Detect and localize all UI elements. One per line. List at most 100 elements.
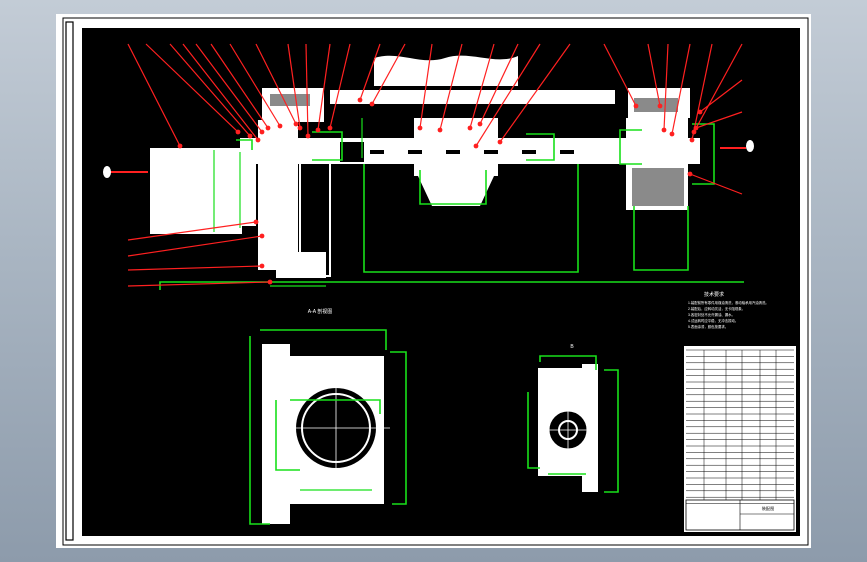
dim-mid-shaft <box>526 133 555 161</box>
plan-dim-bore-top <box>290 399 381 414</box>
part-leader <box>305 43 309 137</box>
part-leader <box>255 43 297 125</box>
leader-dot <box>315 127 321 133</box>
leader-dot <box>661 127 667 133</box>
part-leader <box>127 43 181 147</box>
plan-bolt-left <box>289 465 303 479</box>
note-line: 2.装配后，应转动灵活，无卡阻现象。 <box>688 306 745 311</box>
part-leader <box>169 43 251 137</box>
outer-border <box>62 17 809 546</box>
part-leader <box>229 43 281 127</box>
side-dim-right <box>604 369 619 493</box>
note-line: 4.试运转时应平稳，无冲击振动。 <box>688 318 738 323</box>
left-cap-hatch <box>270 94 310 106</box>
plan-bolt-top <box>322 372 338 388</box>
part-leader <box>691 43 713 141</box>
plan-view-label: A-A 剖视图 <box>308 308 332 315</box>
part-leader <box>195 43 263 133</box>
leader-dot <box>467 125 473 131</box>
leader-dot <box>277 123 283 129</box>
leader-dot <box>297 125 303 131</box>
assembly-drawing: A-A 剖视图B技术要求1.装配前所有零件用煤油清洗，滚动轴承用汽油清洗。2.装… <box>56 14 811 548</box>
leader-dot <box>259 263 265 269</box>
input-marker <box>103 166 111 178</box>
part-leader <box>287 43 301 129</box>
leader-dot <box>293 121 299 127</box>
upper-crossbar <box>330 90 615 104</box>
plan-bolt-bottom <box>367 463 381 477</box>
shaft-keyway <box>484 150 498 154</box>
leader-dot <box>305 133 311 139</box>
leader-dot <box>477 121 483 127</box>
leader-dot <box>247 133 253 139</box>
dim-right-height <box>692 123 715 185</box>
left-bearing-bottom <box>276 252 326 278</box>
shaft-keyway <box>408 150 422 154</box>
side-dim-top <box>539 355 597 370</box>
central-hub <box>414 118 498 176</box>
part-leader <box>603 43 637 107</box>
part-leader <box>499 43 571 143</box>
right-leader <box>699 79 743 113</box>
dim-base-frame <box>363 164 579 273</box>
leader-dot <box>267 279 273 285</box>
side-dim-left <box>527 392 540 469</box>
part-leader <box>647 43 661 107</box>
note-line: 1.装配前所有零件用煤油清洗，滚动轴承用汽油清洗。 <box>688 300 769 305</box>
part-leader <box>317 43 331 131</box>
plan-dim-bore <box>275 400 300 471</box>
leader-dot <box>327 125 333 131</box>
right-cap-hatch <box>634 98 678 112</box>
leader-dot <box>253 219 259 225</box>
leader-dot <box>633 103 639 109</box>
part-leader <box>329 43 351 129</box>
right-leader <box>695 111 743 129</box>
dim-motor-top <box>236 139 253 150</box>
shaft-keyway <box>446 150 460 154</box>
right-bearing-hatch <box>632 168 684 206</box>
plan-dim-left <box>249 336 270 525</box>
part-leader <box>419 43 433 129</box>
part-leader <box>359 43 381 101</box>
part-leader <box>182 43 259 141</box>
leader-dot <box>259 233 265 239</box>
dim-right-foot <box>633 206 689 271</box>
hub-lower <box>418 176 494 206</box>
side-flange <box>582 364 598 492</box>
shaft-keyway <box>522 150 536 154</box>
leader-dot <box>687 171 693 177</box>
plan-dim-top <box>260 329 387 350</box>
lower-leader <box>127 221 257 241</box>
leader-dot <box>177 143 183 149</box>
leader-dot <box>497 139 503 145</box>
leader-dot <box>693 125 699 131</box>
leader-dot <box>669 131 675 137</box>
part-leader <box>479 43 519 125</box>
right-leader <box>689 173 743 195</box>
leader-dot <box>689 137 695 143</box>
leader-dot <box>369 101 375 107</box>
part-leader <box>439 43 463 131</box>
drawing-title: 装配图 <box>762 505 775 512</box>
motor-flange <box>226 152 256 226</box>
part-leader <box>371 43 406 105</box>
leader-dot <box>265 125 271 131</box>
side-view-label: B <box>570 344 574 350</box>
part-leader <box>693 43 743 133</box>
part-leader <box>210 43 269 129</box>
lower-leader <box>127 235 263 257</box>
lower-leader <box>127 281 271 287</box>
dim-right-shaft <box>619 129 642 165</box>
left-housing <box>258 120 298 270</box>
note-line: 3.各密封处不允许漏油、漏水。 <box>688 312 735 317</box>
output-marker <box>746 140 754 152</box>
shaft-groove <box>340 142 364 162</box>
binding-strip <box>65 21 74 541</box>
leader-dot <box>473 143 479 149</box>
leader-dot <box>417 125 423 131</box>
top-cover <box>374 55 518 86</box>
leader-dot <box>691 129 697 135</box>
part-leader <box>475 43 541 147</box>
leader-dot <box>259 129 265 135</box>
leader-dot <box>357 97 363 103</box>
